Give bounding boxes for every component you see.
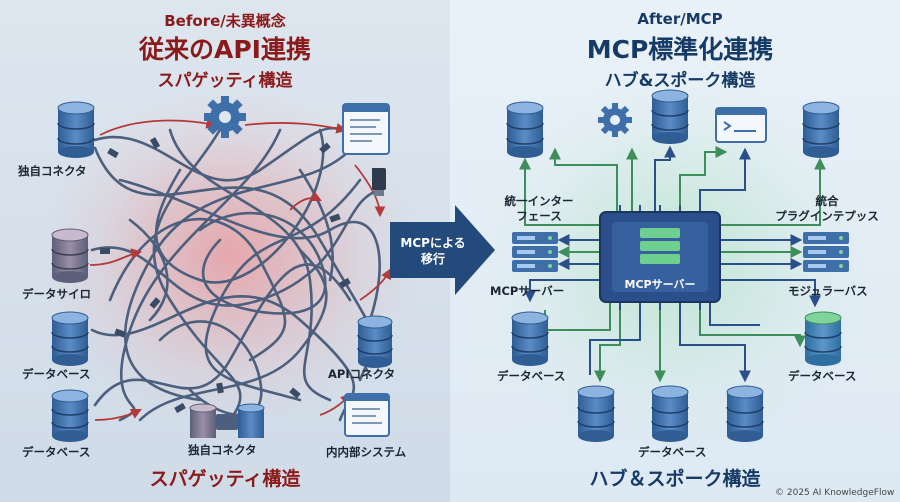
label-database-right: データベース [788,369,857,383]
after-footer: ハブ＆スポーク構造 [589,468,761,490]
before-footer: スパゲッティ構造 [149,468,301,490]
migration-arrow-line2: 移行 [420,252,445,266]
label-modular-bus: モジュラーバス [788,284,868,298]
server-rack-icon [803,232,849,272]
server-rack-icon [512,232,558,272]
label-database-bottom: データベース [638,445,707,459]
database-icon [357,315,393,368]
label-unified-interface-line1: 統一インター [504,194,574,208]
migration-arrow [390,205,495,295]
database-icon [51,389,89,442]
database-icon [804,311,842,366]
before-subtitle: Before/未異概念 [164,12,286,30]
database-icon [51,311,89,366]
before-subtitle2: スパゲッティ構造 [157,71,293,91]
migration-arrow-label: MCPによる 移行 [398,235,468,267]
label-plugin-line1: 統合 [815,194,839,208]
spaghetti-cables [90,108,382,422]
database-icon [506,101,544,158]
database-icon [57,101,95,158]
label-database-bottom: データベース [22,445,91,459]
terminal-window-icon [715,107,767,143]
internal-system-icon [344,393,390,437]
after-subtitle2: ハブ&スポーク構造 [604,71,756,91]
label-connector-top: 独自コネクタ [18,164,87,178]
database-icon [511,311,549,366]
label-unified-interface-line2: フェース [516,209,562,223]
after-subtitle: After/MCP [637,10,723,28]
label-internal-system: 内内部システム [326,445,407,459]
label-database-mid: データベース [22,367,91,381]
code-window-icon [342,103,390,155]
hub-label: MCPサーバー [624,278,696,291]
copyright: © 2025 AI KnowledgeFlow [775,488,895,498]
after-title: MCP標準化連携 [586,35,774,64]
label-unified-interface: 統一インター フェース [494,194,584,224]
data-silo-icon [51,228,89,283]
label-api-connector: APIコネクタ [328,367,396,381]
before-title: 従来のAPI連携 [139,35,311,64]
label-database-left: データベース [497,369,566,383]
database-icon [651,89,689,144]
label-plugin: 統合 プラグインテプッス [762,194,892,224]
database-icon [651,385,689,442]
plug-icon [372,168,386,196]
migration-arrow-line1: MCPによる [400,236,466,250]
spoke-lines [519,145,826,383]
gear-icon [598,103,632,137]
label-plugin-line2: プラグインテプッス [775,209,879,223]
label-mcp-server-left: MCPサーバー [490,284,565,298]
connector-database-icon [189,403,265,438]
database-icon [577,385,615,442]
mcp-server-hub [599,205,721,310]
database-icon [802,101,840,158]
gear-icon [204,96,246,138]
database-icon [726,385,764,442]
label-connector-bottom: 独自コネクタ [188,443,257,457]
label-data-silo: データサイロ [22,287,91,301]
